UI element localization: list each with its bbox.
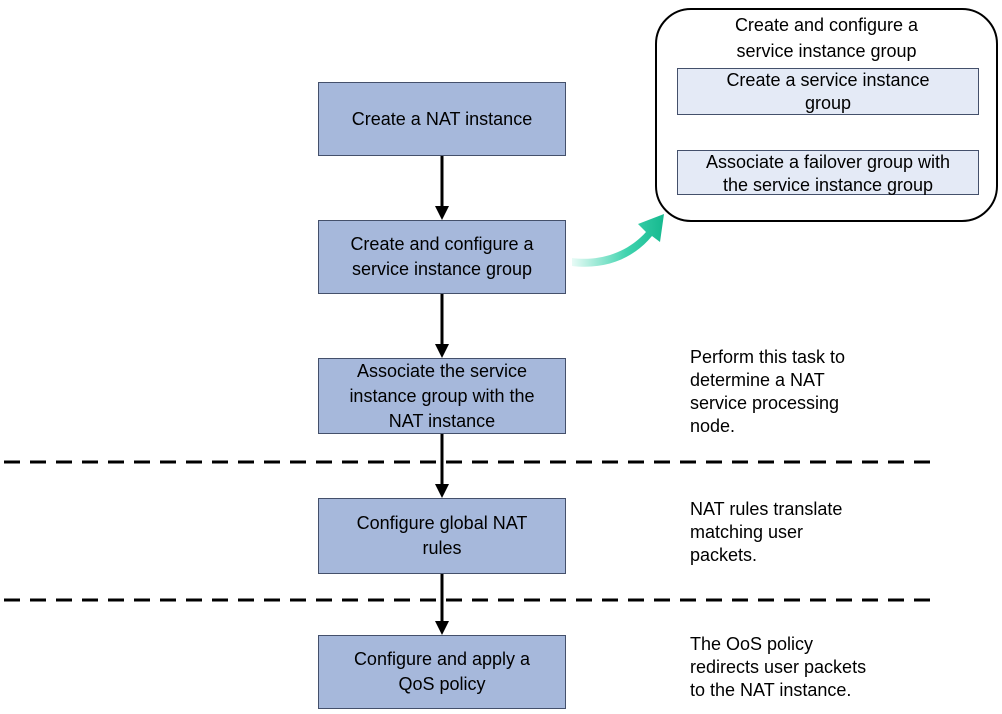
step-configure-global-nat-rules: Configure global NAT rules <box>318 498 566 574</box>
step-label: Configure global NAT rules <box>356 513 528 558</box>
substep-create-group: Create a service instance group <box>677 68 979 115</box>
note-processing-node: Perform this task to determine a NAT ser… <box>690 347 846 436</box>
note-qos-policy: The OoS policy redirects user packets to… <box>690 634 867 700</box>
callout-arrow <box>572 214 664 267</box>
step-label: Configure and apply a QoS policy <box>353 649 531 694</box>
step-create-nat-instance: Create a NAT instance <box>318 82 566 156</box>
step-label: Create a NAT instance <box>351 108 533 129</box>
callout-service-instance-group: Create and configure a service instance … <box>655 8 998 222</box>
step-configure-qos-policy: Configure and apply a QoS policy <box>318 635 566 709</box>
step-label: Create and configure a service instance … <box>350 234 534 279</box>
step-associate-group-with-nat: Associate the service instance group wit… <box>318 358 566 434</box>
note-nat-rules: NAT rules translate matching user packet… <box>690 499 843 565</box>
step-create-service-instance-group: Create and configure a service instance … <box>318 220 566 294</box>
step-label: Associate the service instance group wit… <box>349 360 535 431</box>
substep-associate-failover-group: Associate a failover group with the serv… <box>677 150 979 195</box>
callout-title: Create and configure a service instance … <box>734 15 919 61</box>
